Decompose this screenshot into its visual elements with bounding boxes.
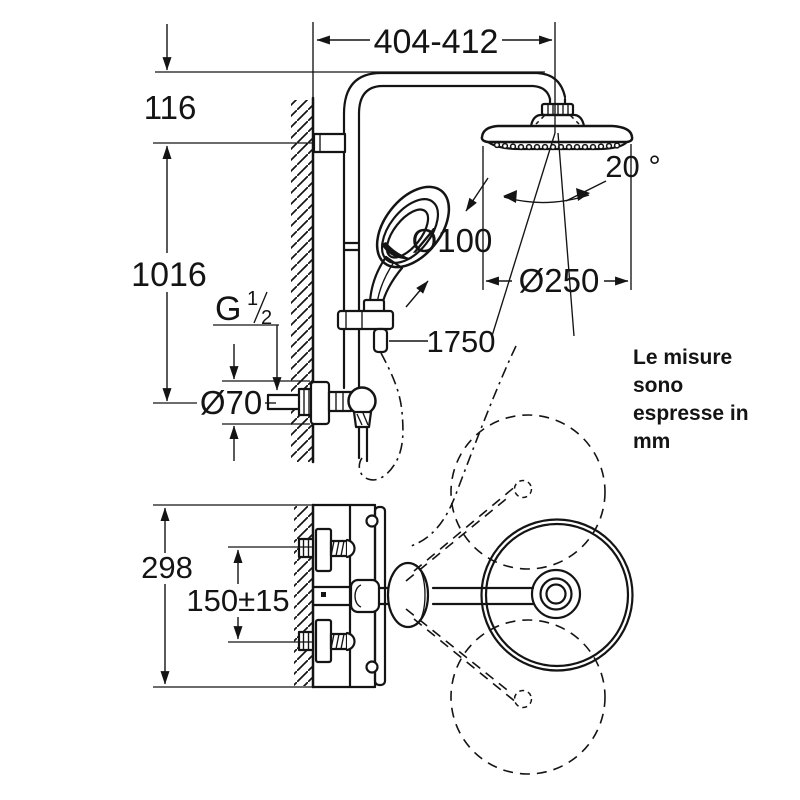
lower-drawing-top-view: 298 150±15 — [141, 414, 634, 775]
hand-shower-diameter-label: Ø100 — [412, 222, 493, 259]
wall-section-lower — [294, 503, 315, 689]
dimension-hose-length: 1750 — [389, 324, 495, 359]
dimension-inlet-spacing: 150±15 — [186, 546, 313, 643]
arc-arrow-left — [503, 190, 517, 203]
wall-bracket — [312, 132, 347, 154]
dimension-hand-shower: Ø100 — [405, 177, 493, 308]
hand-shower-holder — [336, 298, 395, 354]
arc-arrow-right — [576, 188, 590, 201]
thread-annotation: G 1 2 — [213, 288, 282, 391]
hand-shower — [368, 185, 451, 308]
top-offset-label: 116 — [144, 89, 197, 126]
spray-angle-annotation: 20 ° — [491, 22, 661, 337]
inlet-mounting-top — [297, 527, 356, 573]
shower-arm-top-view — [311, 561, 535, 629]
screw-top — [365, 514, 379, 528]
diverter-ball — [347, 386, 377, 416]
inlet-mounting-bottom — [297, 618, 356, 664]
head-shower-top-view — [480, 518, 634, 672]
dimension-body-height: 298 — [141, 507, 193, 685]
thread-numerator: 1 — [247, 288, 258, 310]
head-shower-diameter-label: Ø250 — [519, 262, 600, 299]
units-note: Le misure sono espresse in mm — [633, 346, 749, 453]
column-height-label: 1016 — [131, 256, 207, 294]
hose-outlet — [372, 327, 389, 354]
note-line-1: Le misure — [633, 346, 732, 369]
spray-face-shading — [381, 242, 412, 260]
note-line-2: sono — [633, 374, 683, 397]
screw-bottom — [365, 660, 379, 674]
width-range-label: 404-412 — [374, 23, 499, 61]
note-line-4: mm — [633, 430, 670, 453]
wall-hatching-lower — [294, 506, 313, 686]
center-mark — [321, 592, 326, 597]
knob — [386, 561, 430, 629]
thread-denominator: 2 — [261, 307, 272, 329]
dimension-width-range: 404-412 — [312, 22, 553, 98]
dimension-head-shower: Ø250 — [482, 144, 632, 299]
valve-escutcheon — [309, 380, 331, 426]
shower-hose-path — [358, 345, 517, 547]
thread-letter: G — [215, 290, 241, 328]
swivel-positions — [405, 414, 606, 775]
escutcheon-diameter-label: Ø70 — [200, 384, 262, 421]
body-height-label: 298 — [141, 550, 193, 585]
dimension-escutcheon: Ø70 — [200, 344, 310, 461]
mixer-valve — [266, 380, 377, 463]
note-line-3: espresse in — [633, 402, 749, 425]
spray-angle-label: 20 ° — [605, 149, 661, 184]
upper-drawing-side-view: 20 ° — [131, 22, 661, 547]
inlet-spacing-label: 150±15 — [186, 583, 289, 618]
head-shower — [480, 97, 634, 151]
hose-length-label: 1750 — [427, 324, 496, 359]
shower-column-pipe — [342, 71, 567, 390]
wall-hatching — [291, 100, 313, 462]
spray-nozzles — [493, 141, 621, 151]
dimension-heights: 116 1016 — [131, 24, 545, 404]
